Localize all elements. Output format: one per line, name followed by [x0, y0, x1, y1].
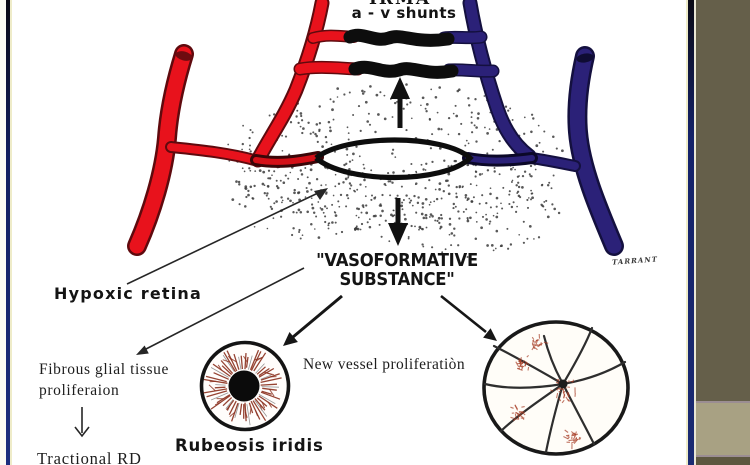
vasoformative-down-arrow [388, 198, 408, 246]
tractional-rd-label: Tractional RD [37, 449, 142, 465]
fibrous-line1: Fibrous glial tissue [39, 361, 169, 378]
av-shunts-label: a - v shunts [351, 4, 457, 22]
iris-vessels [203, 349, 282, 426]
fundus-illustration [482, 320, 630, 456]
sidebar-band-bottom [696, 457, 750, 465]
capillary-loop [314, 137, 474, 181]
rubeosis-arrow [283, 294, 343, 346]
vein-cap [576, 53, 594, 63]
vasoformative-label: "VASOFORMATIVE SUBSTANCE" [305, 252, 489, 290]
artery-vessels [127, 0, 365, 256]
right-pale-line [686, 0, 688, 465]
hypoxic-retina-arrow [126, 188, 328, 285]
new-vessel-label: New vessel proliferatiòn [303, 356, 465, 373]
rubeosis-iridis-label: Rubeosis iridis [175, 436, 324, 455]
left-border-line [6, 0, 10, 465]
hypoxic-retina-label: Hypoxic retina [54, 284, 202, 303]
shunt-up-arrow [390, 77, 410, 128]
vasoformative-line1: "VASOFORMATIVE [316, 251, 478, 271]
rubeosis-eye-illustration [199, 340, 291, 432]
new-vessel-arrow [440, 294, 497, 341]
fibrous-line2: proliferaion [39, 382, 120, 399]
sidebar-divider-1 [696, 401, 750, 403]
tractional-arrow [74, 407, 90, 438]
artery-cap [175, 51, 193, 61]
vein-vessels [437, 0, 624, 256]
right-border-line [688, 0, 694, 465]
neovascular-patches [510, 333, 582, 450]
left-white-margin [0, 0, 6, 465]
right-sidebar [696, 0, 750, 465]
vasoformative-line2: SUBSTANCE" [339, 270, 455, 290]
sidebar-band-top [696, 0, 750, 401]
irma-title-clipped: IRMA [358, 0, 442, 9]
sidebar-divider-2 [696, 455, 750, 457]
av-shunt-bars [343, 28, 459, 79]
sidebar-band-light [696, 403, 750, 455]
left-pale-line [10, 0, 12, 465]
sidebar-gap-line [694, 0, 696, 465]
fibrous-arrow [136, 267, 305, 355]
retinal-vessels [483, 326, 627, 454]
fibrous-label: Fibrous glial tissue proliferaion [39, 359, 169, 401]
pupil [228, 370, 260, 402]
optic-disc [558, 379, 568, 389]
